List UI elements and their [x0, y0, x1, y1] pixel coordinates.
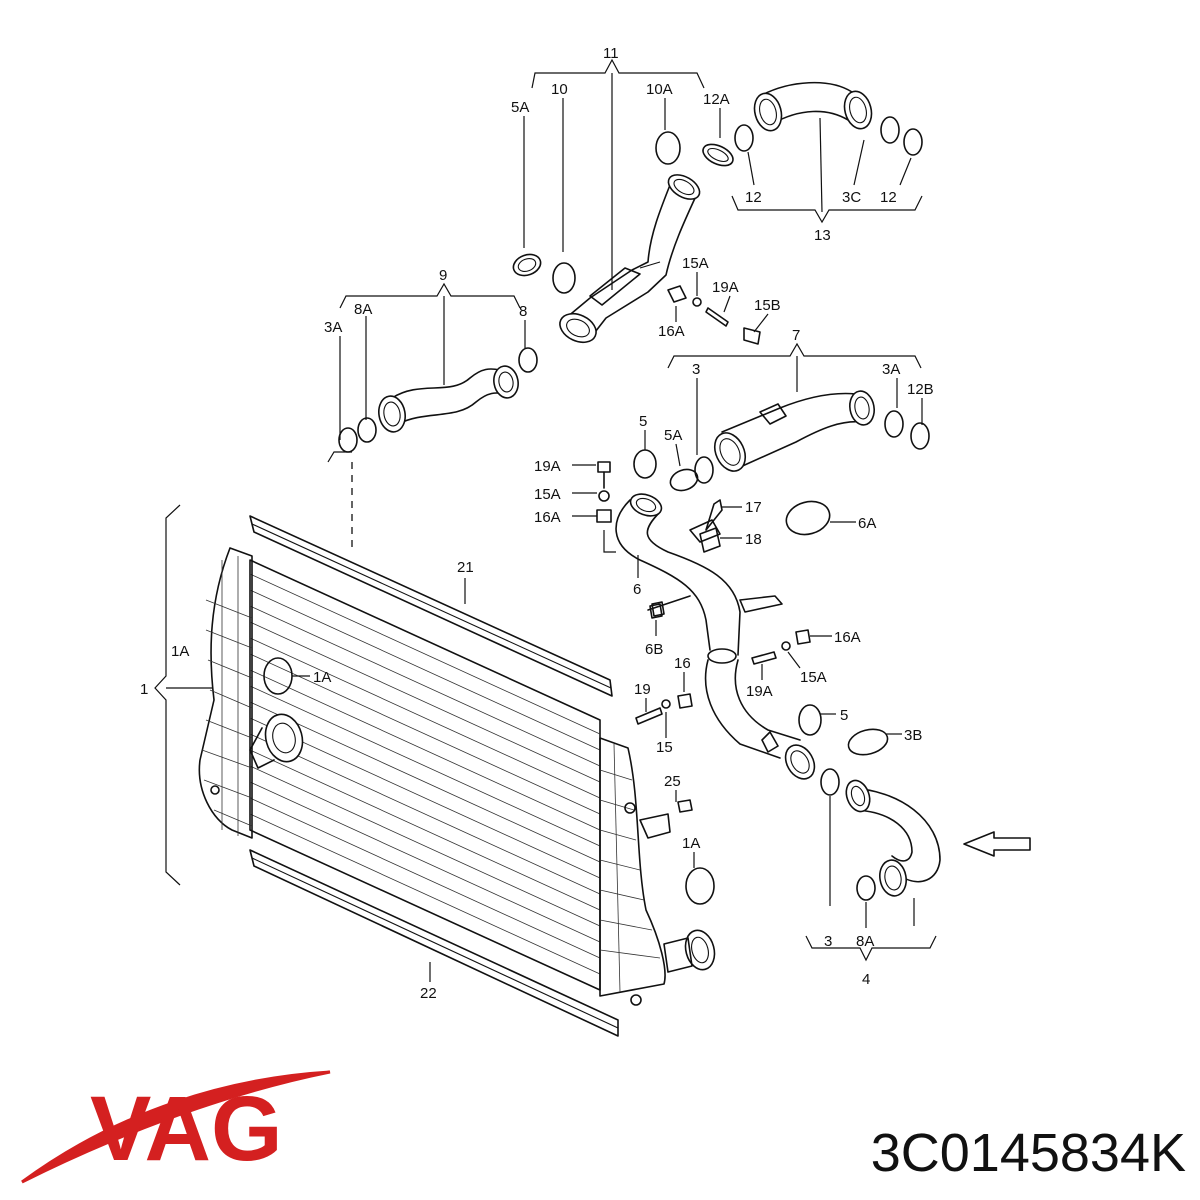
group-11-13-top	[512, 58, 923, 344]
left-tank-grid	[201, 556, 253, 836]
label-3B: 3B	[904, 727, 922, 744]
label-3: 3	[824, 933, 832, 950]
label-10: 10	[551, 81, 568, 98]
label-1: 1	[140, 681, 148, 698]
label-11: 11	[603, 45, 619, 62]
label-10A: 10A	[646, 81, 673, 98]
label-6A: 6A	[858, 515, 876, 532]
label-21: 21	[457, 559, 474, 576]
label-5A: 5A	[511, 99, 529, 116]
label-17: 17	[745, 499, 762, 516]
hardware-mid-bolts	[635, 629, 832, 738]
label-12B: 12B	[907, 381, 934, 398]
label-3A: 3A	[882, 361, 900, 378]
vag-logo-swoosh	[21, 1070, 331, 1184]
label-5: 5	[840, 707, 848, 724]
label-8A: 8A	[856, 933, 874, 950]
label-3: 3	[692, 361, 700, 378]
core-fins	[249, 573, 601, 975]
label-15A: 15A	[682, 255, 709, 272]
label-9: 9	[439, 267, 447, 284]
label-5: 5	[639, 413, 647, 430]
right-tank-grid	[599, 743, 661, 993]
vag-logo: VAG	[21, 1070, 331, 1184]
label-19A: 19A	[746, 683, 773, 700]
label-12: 12	[880, 189, 897, 206]
label-15A: 15A	[800, 669, 827, 686]
label-7: 7	[792, 327, 800, 344]
label-13: 13	[814, 227, 831, 244]
label-1A: 1A	[313, 669, 331, 686]
hardware-top-bolts	[667, 272, 769, 345]
label-16A: 16A	[834, 629, 861, 646]
label-1A: 1A	[682, 835, 700, 852]
label-16A: 16A	[534, 509, 561, 526]
label-16A: 16A	[658, 323, 685, 340]
label-3C: 3C	[842, 189, 861, 206]
label-19A: 19A	[534, 458, 561, 475]
part-number: 3C0145834K	[870, 1123, 1186, 1183]
label-19A: 19A	[712, 279, 739, 296]
label-1A: 1A	[171, 643, 189, 660]
label-25: 25	[664, 773, 681, 790]
vag-logo-text: VAG	[90, 1078, 283, 1180]
group-9-left-hose	[327, 282, 538, 463]
label-22: 22	[420, 985, 437, 1002]
label-6B: 6B	[645, 641, 663, 658]
label-6: 6	[633, 581, 641, 598]
intercooler-radiator	[154, 462, 716, 1037]
group-7-right-hose	[667, 342, 930, 484]
label-12A: 12A	[703, 91, 730, 108]
group-6-middle-pipe	[572, 430, 856, 664]
label-8: 8	[519, 303, 527, 320]
label-15A: 15A	[534, 486, 561, 503]
callout-labels: 11 10 10A 5A 12A 12 3C 12 13 9 8A 3A 8 1…	[140, 45, 934, 1002]
label-12: 12	[745, 189, 762, 206]
label-4: 4	[862, 971, 870, 988]
label-5A: 5A	[664, 427, 682, 444]
label-15: 15	[656, 739, 673, 756]
group-4-lower-hose	[704, 659, 1031, 962]
label-18: 18	[745, 531, 762, 548]
label-3A: 3A	[324, 319, 342, 336]
label-15B: 15B	[754, 297, 781, 314]
label-19: 19	[634, 681, 651, 698]
label-8A: 8A	[354, 301, 372, 318]
label-16: 16	[674, 655, 691, 672]
